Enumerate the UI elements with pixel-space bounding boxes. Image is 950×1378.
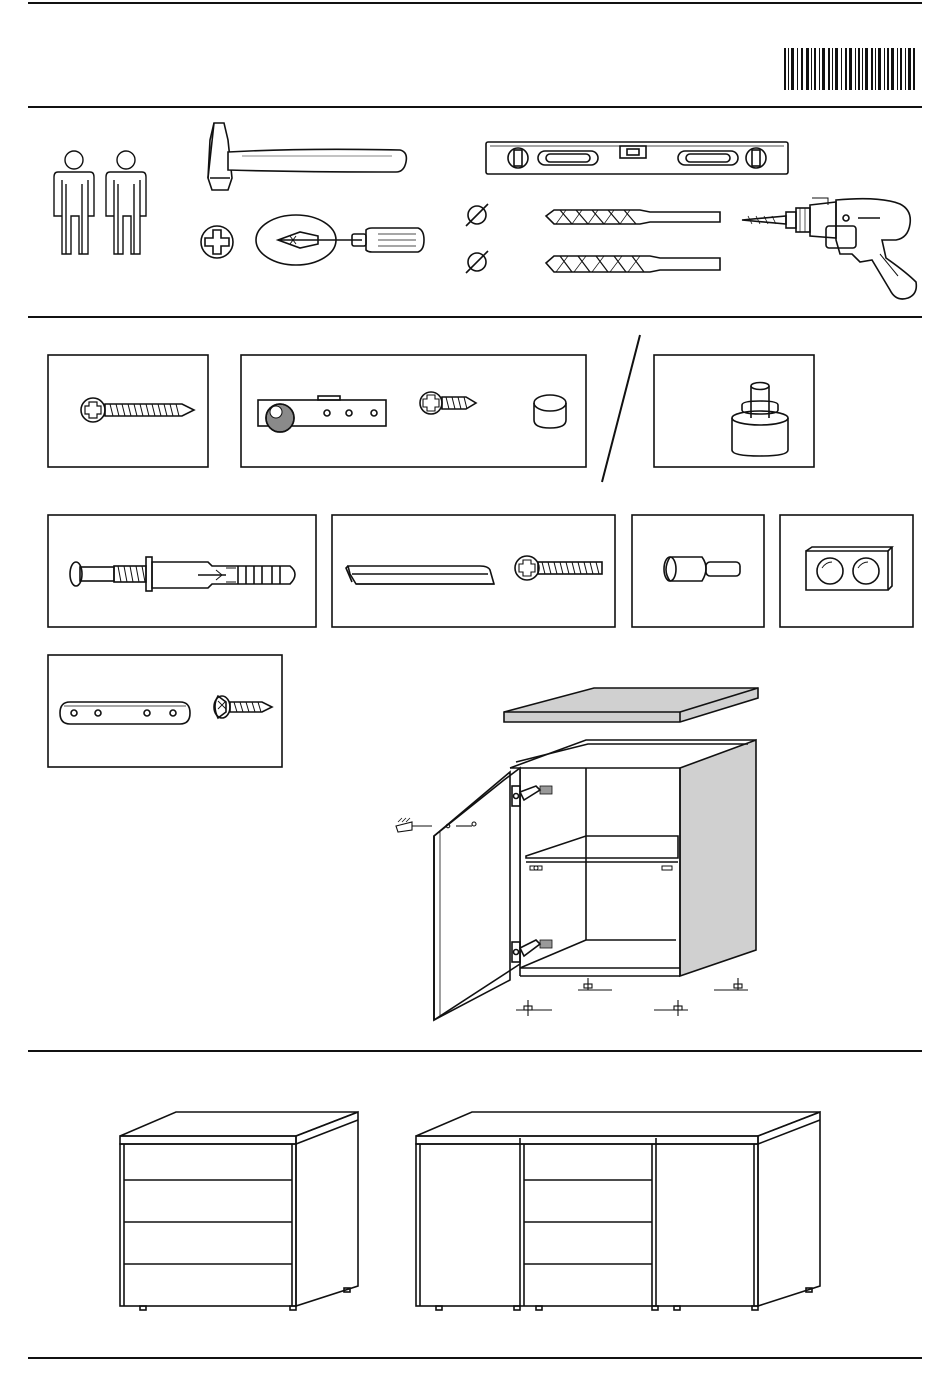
hardware-box-wood-screw: [48, 355, 208, 467]
person-figure-left-icon: [54, 151, 94, 254]
chest-of-drawers-illustration: [120, 1112, 358, 1310]
connector-strip-icon: [60, 702, 190, 724]
drill-bit-icon: [546, 210, 720, 224]
cover-cap-icon: [534, 395, 566, 428]
cabinet-top-panel: [504, 688, 758, 722]
machine-screw-icon: [515, 556, 602, 580]
cabinet-carcass: [510, 740, 756, 976]
wood-screw-icon: [81, 398, 194, 422]
hardware-box-adjustable-foot: [654, 355, 814, 467]
adjustable-foot-icon: [732, 383, 788, 457]
diameter-symbol-icon: [466, 204, 488, 226]
screwdriver-icon: [256, 215, 424, 265]
sideboard-illustration: [416, 1112, 820, 1310]
shelf-pin-icon: [664, 557, 740, 581]
drill-bit-icon: [546, 256, 720, 272]
phillips-head-icon: [201, 226, 233, 258]
countersunk-screw-icon: [214, 696, 272, 718]
spirit-level-icon: [486, 142, 788, 174]
or-divider-slash: [602, 335, 640, 482]
leveling-foot-icon: [578, 978, 612, 990]
leveling-foot-icon: [654, 1000, 688, 1016]
diameter-symbol-icon: [466, 251, 488, 273]
hardware-box-shelf-pin: [632, 515, 764, 627]
hardware-box-rail-and-screw: [332, 515, 615, 627]
cabinet-door-open: [434, 768, 520, 1020]
cabinet-exploded-assembly-diagram: [396, 688, 758, 1020]
hardware-box-double-connector: [780, 515, 913, 627]
leveling-foot-icon: [714, 978, 748, 990]
double-connector-icon: [806, 547, 892, 590]
small-screw-icon: [420, 392, 476, 414]
hardware-box-connector-strip: [48, 655, 282, 767]
hinge-plate-icon: [258, 396, 386, 432]
wall-anchor-bolt-icon: [70, 557, 295, 591]
person-figure-right-icon: [106, 151, 146, 254]
barcode-graphic: [784, 48, 915, 90]
two-person-assembly-icon: [54, 151, 146, 254]
power-drill-icon: [742, 198, 916, 299]
leveling-foot-icon: [516, 1000, 552, 1016]
hammer-icon: [208, 123, 406, 190]
hardware-box-wall-anchor: [48, 515, 316, 627]
hanging-rail-icon: [346, 566, 494, 584]
